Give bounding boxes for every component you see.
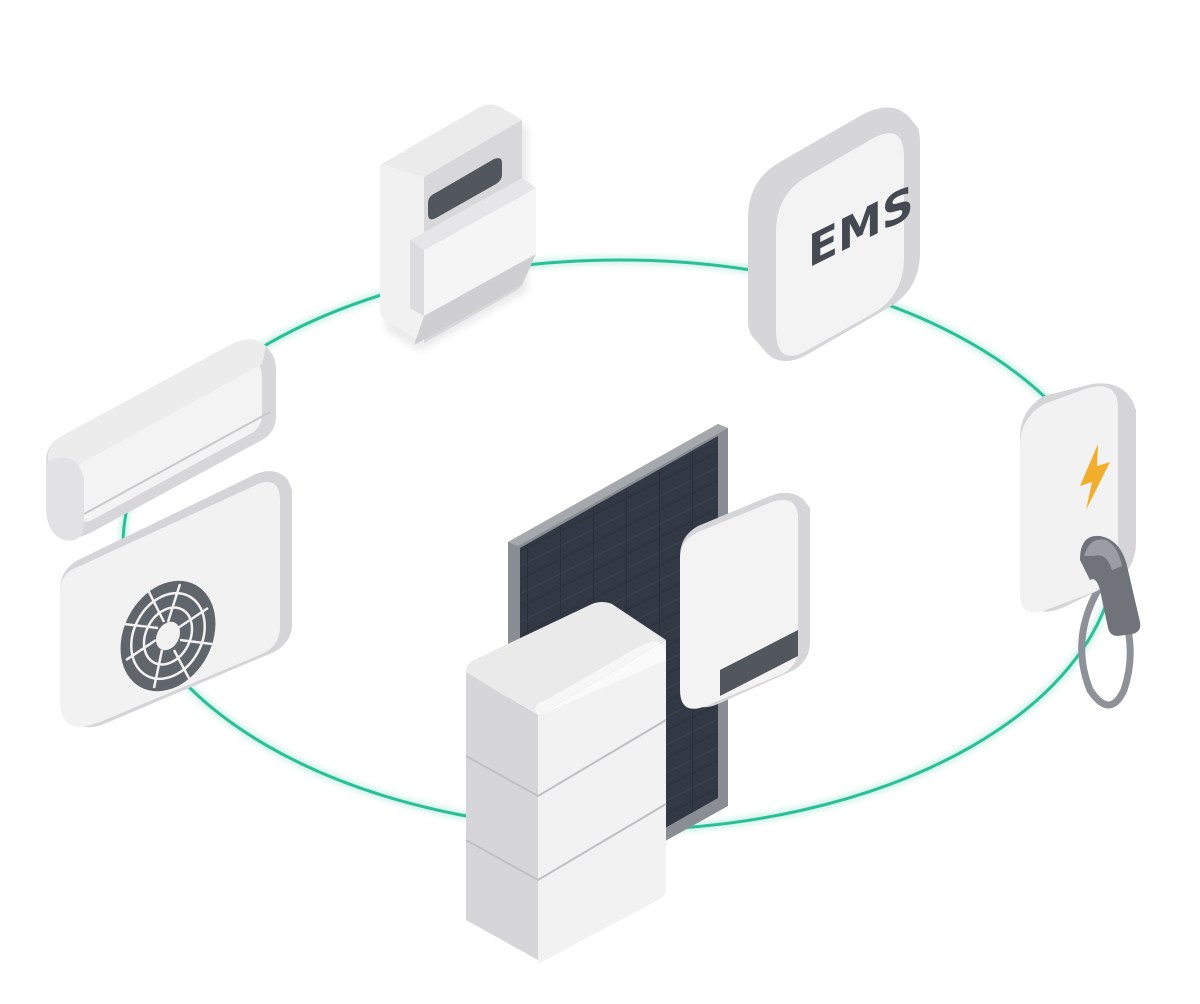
ev-charger-icon <box>1020 383 1141 709</box>
ems-controller-icon: EMS <box>748 107 920 362</box>
inverter-icon <box>680 492 810 709</box>
energy-meter-icon <box>380 104 536 351</box>
fan-icon <box>120 580 216 692</box>
air-conditioner-icon <box>46 339 276 541</box>
lightning-bolt-icon <box>1080 444 1110 510</box>
heat-pump-icon <box>60 471 292 728</box>
battery-storage-icon <box>465 602 667 964</box>
